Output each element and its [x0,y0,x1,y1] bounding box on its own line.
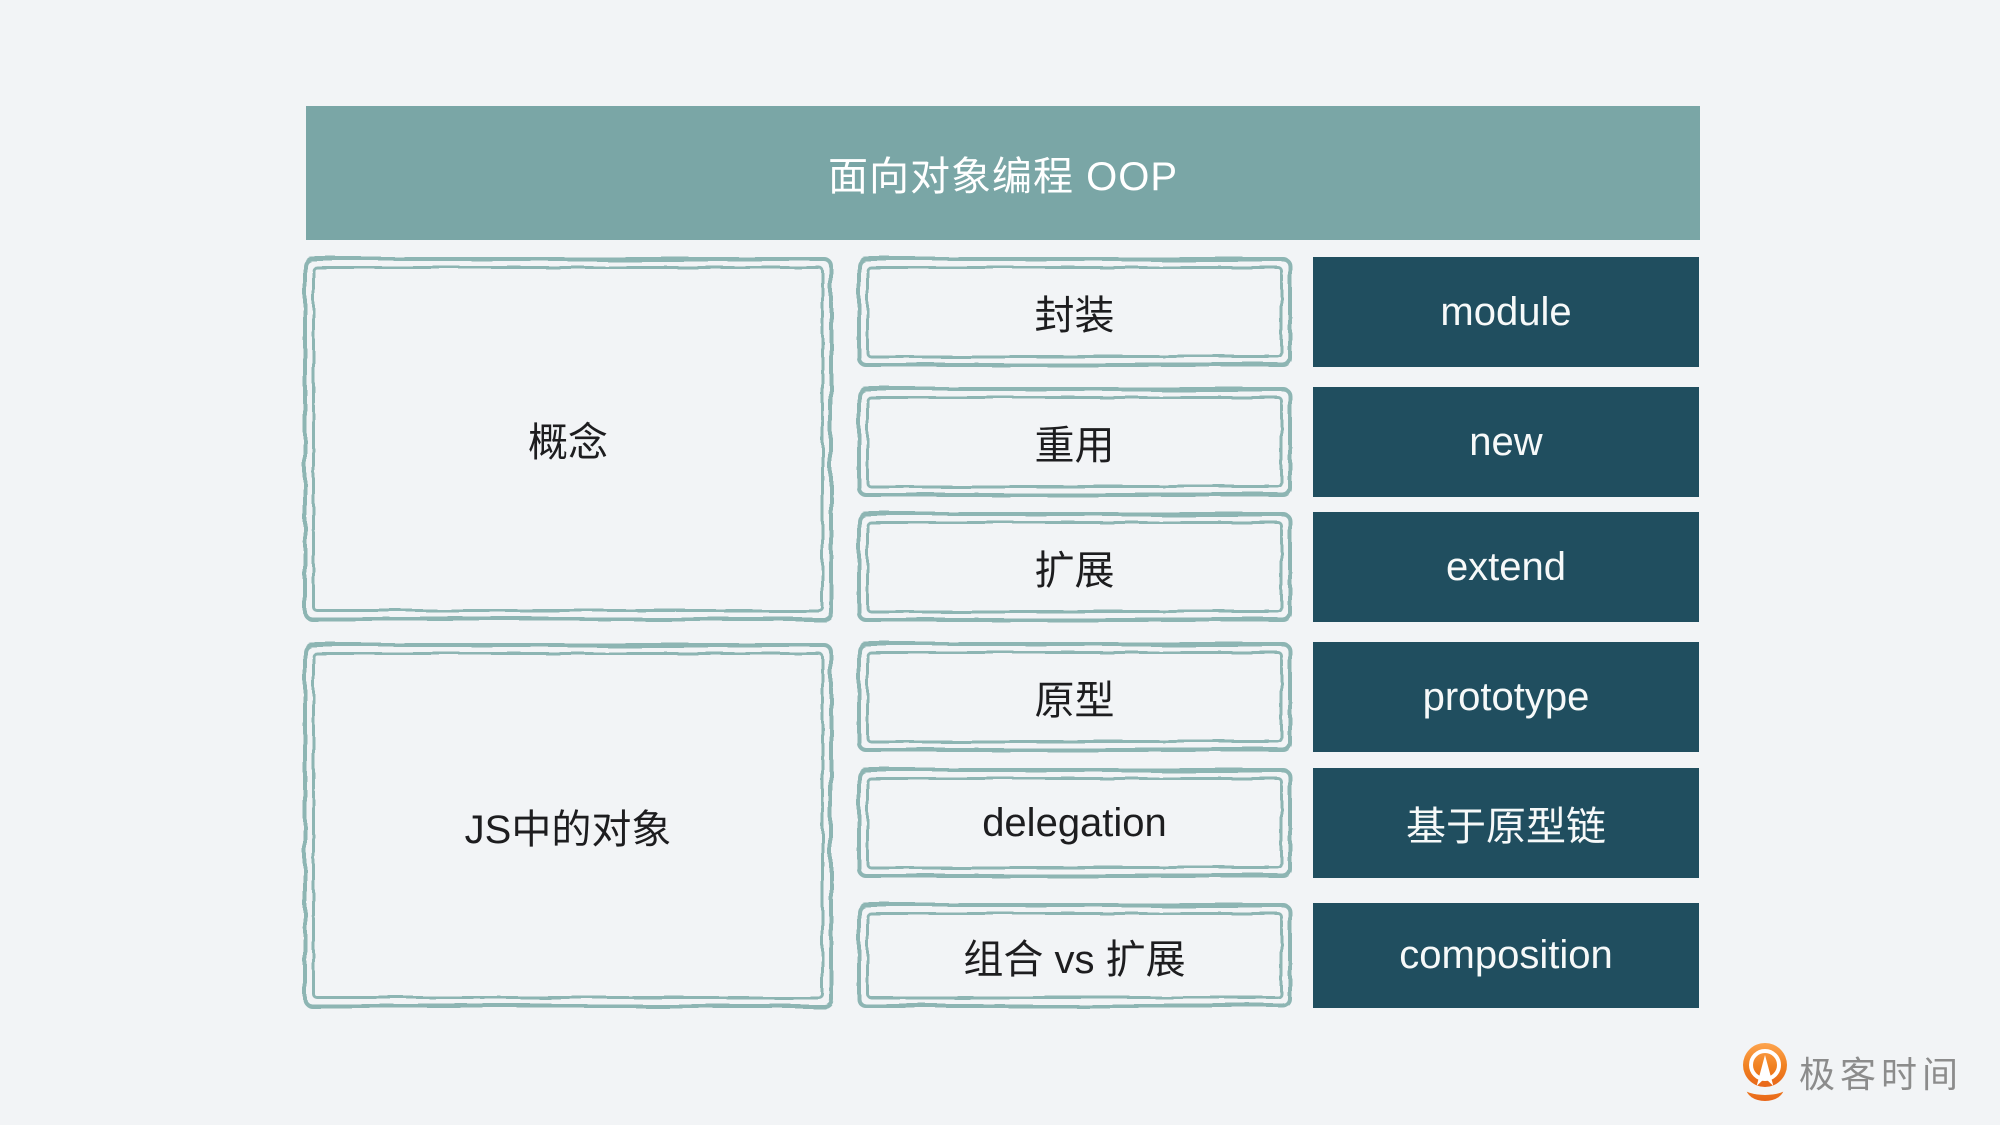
sketch-border-inner [866,396,1283,488]
concept-box: 封装 [857,257,1292,367]
concept-label: 扩展 [1034,549,1115,593]
concept-label: 组合 vs 扩展 [963,937,1186,982]
sketch-border-outer [303,257,833,621]
concept-label: delegation [982,800,1167,845]
concept-label: 重用 [1034,424,1115,468]
sketch-border-inner [312,652,824,999]
impl-box: composition [1313,903,1699,1008]
concepts-group-box: 概念 [303,257,833,621]
concept-label: 原型 [1034,679,1115,723]
group-label: JS中的对象 [464,807,672,852]
concept-box: 扩展 [857,512,1292,622]
sketch-border-outer [857,257,1292,367]
logo-pin-smile [1746,1088,1784,1101]
sketch-border-outer [857,768,1292,878]
impl-box: extend [1313,512,1699,622]
sketch-border-outer [303,643,833,1008]
concept-label: 封装 [1034,294,1115,338]
brand-name: 极客时间 [1799,1054,1964,1095]
impl-box: module [1313,257,1699,367]
impl-box: new [1313,387,1699,497]
brand-footer: 极客时间 [1743,1040,1963,1104]
geektime-logo-icon [1743,1043,1787,1101]
sketch-border-inner [866,521,1283,613]
sketch-border-inner [866,912,1283,999]
sketch-border-outer [857,387,1292,497]
sketch-border-inner [312,266,824,612]
concept-box: 原型 [857,642,1292,752]
sketch-border-outer [857,903,1292,1008]
impl-box: prototype [1313,642,1699,752]
sketch-border-inner [866,651,1283,743]
title-bar: 面向对象编程 OOP [306,106,1700,240]
slide-title: 面向对象编程 OOP [827,155,1179,199]
sketch-border-outer [857,512,1292,622]
concept-box: 重用 [857,387,1292,497]
sketch-border-outer [857,642,1292,752]
impl-box: 基于原型链 [1313,768,1699,878]
sketch-border-inner [866,777,1283,869]
sketch-border-inner [866,266,1283,358]
js-objects-group-box: JS中的对象 [303,643,833,1008]
group-label: 概念 [528,421,608,465]
logo-pin-ring [1749,1049,1781,1081]
concept-box: 组合 vs 扩展 [857,903,1292,1008]
concept-box: delegation [857,768,1292,878]
